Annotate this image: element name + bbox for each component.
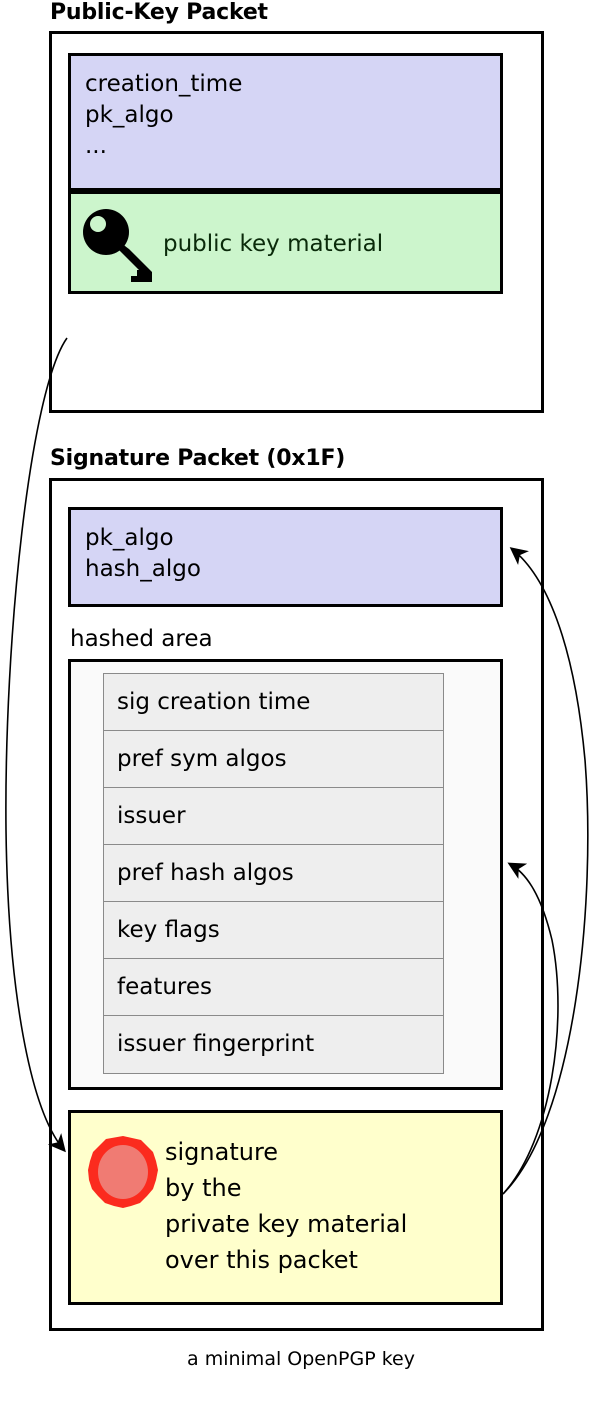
subpacket-row: pref hash algos	[104, 845, 443, 902]
subpacket-row: pref sym algos	[104, 731, 443, 788]
signature-packet-fields-text: pk_algo hash_algo	[85, 525, 201, 582]
public-key-packet-fields: creation_time pk_algo ...	[68, 53, 503, 191]
wax-seal-icon	[88, 1136, 158, 1208]
public-key-packet-fields-text: creation_time pk_algo ...	[85, 71, 243, 159]
diagram-caption: a minimal OpenPGP key	[187, 1348, 415, 1370]
subpacket-row: sig creation time	[104, 674, 443, 731]
subpacket-list: sig creation time pref sym algos issuer …	[103, 673, 444, 1074]
public-key-material-block: public key material	[68, 191, 503, 294]
hashed-area-label: hashed area	[70, 626, 213, 652]
subpacket-row: features	[104, 959, 443, 1016]
subpacket-row: issuer fingerprint	[104, 1016, 443, 1073]
key-icon	[83, 209, 152, 282]
public-key-packet-title: Public-Key Packet	[50, 0, 268, 25]
public-key-material-label: public key material	[163, 231, 384, 257]
signature-packet-fields: pk_algo hash_algo	[68, 507, 503, 607]
signature-block-text: signature by the private key material ov…	[165, 1138, 408, 1274]
signature-packet-title: Signature Packet (0x1F)	[50, 446, 346, 471]
subpacket-row: key flags	[104, 902, 443, 959]
signature-block: signature by the private key material ov…	[68, 1110, 503, 1305]
hashed-area-box: sig creation time pref sym algos issuer …	[68, 659, 503, 1090]
subpacket-row: issuer	[104, 788, 443, 845]
